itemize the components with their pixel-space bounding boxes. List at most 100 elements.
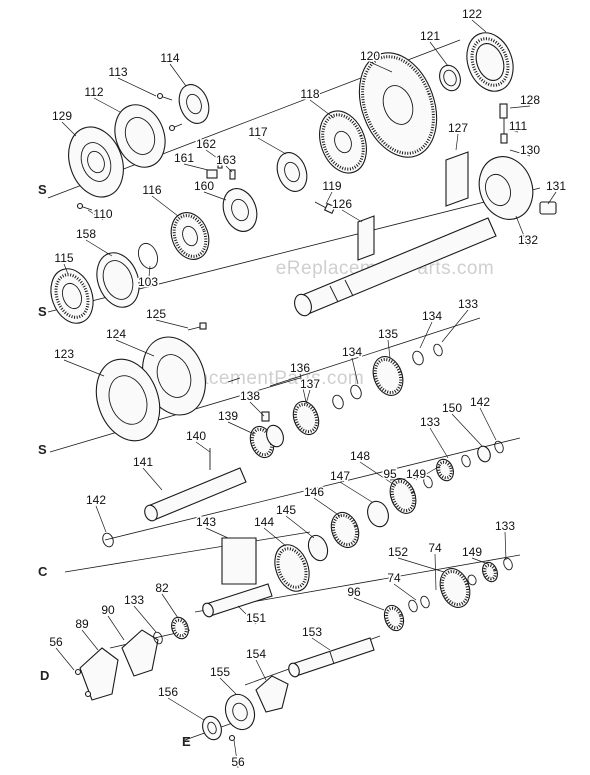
part-number-label: 103 <box>138 275 158 289</box>
part-number-label: 156 <box>158 685 178 699</box>
part-gasket-90 <box>121 629 159 677</box>
leader-line <box>107 615 125 641</box>
leader-line <box>471 19 487 33</box>
part-seal-156 <box>202 715 222 741</box>
part-ring-133b <box>461 454 471 468</box>
part-number-label: 114 <box>160 51 179 65</box>
leader-line <box>161 593 179 619</box>
leader-line <box>471 557 489 565</box>
leader-line <box>389 477 421 481</box>
part-number-label: 117 <box>248 125 267 139</box>
part-collar-147 <box>367 500 389 528</box>
part-number-label: 144 <box>254 515 274 529</box>
part-number-label: 133 <box>495 519 515 533</box>
part-gear-146 <box>330 511 360 549</box>
leader-line <box>55 647 75 671</box>
part-number-label: 138 <box>240 389 260 403</box>
part-number-label: 125 <box>146 307 166 321</box>
leader-line <box>205 527 229 539</box>
part-main-shaft <box>294 217 497 317</box>
part-number-label: 124 <box>106 327 126 341</box>
leader-line <box>285 515 315 539</box>
leader-line <box>507 129 519 133</box>
part-number-label: 139 <box>218 409 238 423</box>
part-number-label: 74 <box>428 541 442 555</box>
leader-line <box>233 739 239 769</box>
part-number-label: 152 <box>388 545 408 559</box>
part-number-label: 148 <box>350 449 370 463</box>
part-screw-119 <box>314 201 336 215</box>
part-number-label: 74 <box>387 571 401 585</box>
part-number-label: 158 <box>76 227 96 241</box>
leader-line <box>547 191 557 205</box>
part-screw-110 <box>76 202 93 211</box>
leader-line <box>219 677 237 695</box>
part-snap-ring-103 <box>137 242 159 270</box>
leader-line <box>257 137 287 155</box>
part-number-label: 132 <box>518 233 538 247</box>
leader-line <box>63 263 69 275</box>
leader-line <box>387 339 391 359</box>
part-gear-135 <box>372 356 404 396</box>
leader-line <box>263 527 287 547</box>
part-spacer-121 <box>439 64 461 92</box>
section-letter: C <box>38 564 48 579</box>
leader-line <box>142 467 163 491</box>
part-number-label: 160 <box>194 179 214 193</box>
section-letter: D <box>40 668 49 683</box>
part-number-label: 154 <box>246 647 266 661</box>
leader-line <box>237 605 257 625</box>
part-number-label: 145 <box>276 503 296 517</box>
part-number-label: 142 <box>470 395 490 409</box>
part-number-label: 150 <box>442 401 462 415</box>
leader-line <box>305 389 311 405</box>
part-number-label: 155 <box>210 665 230 679</box>
part-gear-152 <box>439 568 471 608</box>
part-number-label: 146 <box>304 485 324 499</box>
leader-line <box>249 401 265 417</box>
part-number-label: 112 <box>84 85 103 99</box>
part-number-label: 134 <box>422 309 442 323</box>
leader-line <box>255 659 267 681</box>
part-washers-74 <box>408 595 430 613</box>
leader-line <box>515 215 529 247</box>
leader-line <box>351 357 359 385</box>
part-bearing-82 <box>171 616 189 640</box>
part-number-label: 163 <box>216 153 236 167</box>
part-gasket-112 <box>114 104 166 168</box>
part-number-label: 123 <box>54 347 74 361</box>
part-washer-134a <box>332 394 344 410</box>
part-number-label: 82 <box>155 581 169 595</box>
part-key-143 <box>221 537 257 585</box>
leader-line <box>155 319 189 329</box>
part-number-label: 116 <box>142 183 161 197</box>
leader-line <box>415 465 441 481</box>
section-letter: S <box>38 182 47 197</box>
leader-line <box>299 373 307 403</box>
part-bearing-149b <box>482 561 498 583</box>
part-screw-small <box>227 377 241 383</box>
part-gasket-123 <box>95 358 161 442</box>
axis-row-3b <box>269 317 481 387</box>
leader-line <box>419 321 433 349</box>
leader-line <box>309 99 335 119</box>
part-housing-132 <box>478 156 534 220</box>
section-letter: E <box>182 734 191 749</box>
part-ring-133 <box>433 343 443 357</box>
leader-line <box>87 209 104 221</box>
axis-row-4b <box>64 531 311 573</box>
part-bearing-149a <box>436 458 454 482</box>
part-ring-95 <box>423 475 433 489</box>
part-shaft-153 <box>288 637 375 678</box>
leader-line <box>115 339 155 357</box>
part-bearing-115 <box>50 268 94 324</box>
part-number-label: 110 <box>93 207 112 221</box>
leader-line <box>509 149 531 157</box>
leader-line <box>509 105 531 109</box>
part-number-label: 129 <box>52 109 72 123</box>
part-gear-120 <box>358 52 438 158</box>
leader-line <box>151 195 179 217</box>
part-number-label: 90 <box>101 603 115 617</box>
leader-line <box>341 209 363 223</box>
